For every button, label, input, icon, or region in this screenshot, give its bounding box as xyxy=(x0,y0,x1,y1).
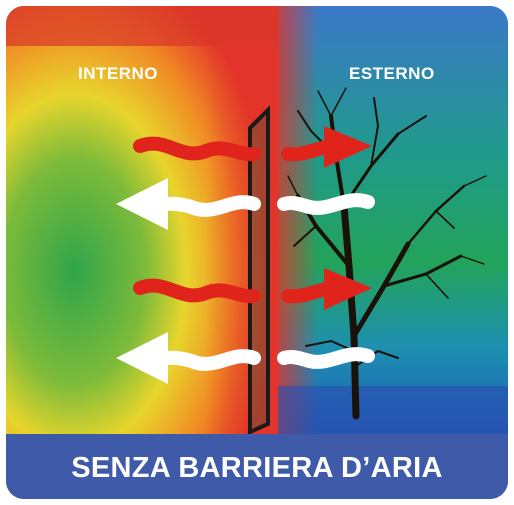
exterior-label: ESTERNO xyxy=(349,64,435,83)
cold-arrow-top xyxy=(116,178,375,230)
thermal-scene xyxy=(6,6,508,434)
heat-arrow-top xyxy=(133,126,372,168)
infographic-card: INTERNO ESTERNO SENZA BARRIERA D’ARIA xyxy=(6,6,508,499)
caption-text: SENZA BARRIERA D’ARIA xyxy=(71,452,443,484)
caption-banner: SENZA BARRIERA D’ARIA xyxy=(6,438,508,499)
interior-label: INTERNO xyxy=(78,64,158,83)
cold-arrow-bottom xyxy=(116,332,375,384)
heat-arrow-bottom xyxy=(133,268,372,310)
